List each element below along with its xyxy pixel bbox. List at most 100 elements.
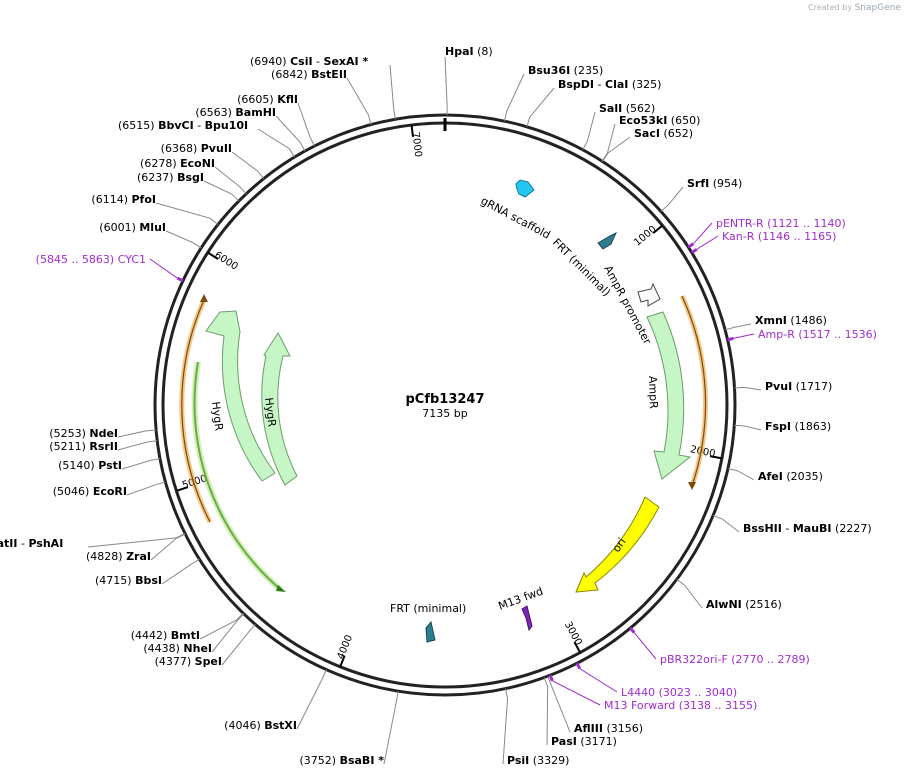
enzyme-connector [221,624,256,666]
enzyme-connector [734,386,762,391]
enzyme-connector [727,468,755,481]
enzyme-label: (4377) SpeI [155,655,222,668]
enzyme-label: BspDI - ClaI (325) [558,78,661,91]
enzyme-label: (4442) BmtI [131,629,200,642]
enzyme-label: PasI (3171) [551,735,617,748]
enzyme-connector [199,612,244,640]
enzyme-label: (6605) KflI [237,93,298,106]
orange-arc-left-core [181,299,211,523]
enzyme-connector [257,128,295,158]
plasmid-length: 7135 bp [422,407,467,420]
primer-mark [548,674,554,682]
enzyme-label: (3752) BsaBI * [300,754,385,767]
tick-mark [652,224,664,234]
enzyme-connector [712,514,740,533]
enzyme-label: (6278) EcoNI [140,157,215,170]
enzyme-connector [297,102,315,147]
enzyme-label: (5046) EcoRI [53,485,127,498]
enzyme-label: (6237) BsgI [137,171,204,184]
enzyme-connector [346,77,372,125]
primer-label: (5845 .. 5863) CYC1 [36,253,146,266]
primer-mark [727,336,734,342]
enzyme-label: (6563) BamHI [195,106,276,119]
tick-mark [339,655,346,668]
enzyme-label: HpaI (8) [445,45,493,58]
enzyme-label: (6368) PvuII [161,142,232,155]
plasmid-name: pCfb13247 [405,392,484,407]
enzyme-label: PvuI (1717) [765,380,832,393]
enzyme-label: XmnI (1486) [755,314,827,327]
enzyme-label: (4828) ZraI [86,550,151,563]
primer-connector [692,222,713,245]
enzyme-connector [165,230,202,249]
frt-arrow-bottom [425,620,436,643]
primer-label: Kan-R (1146 .. 1165) [722,230,836,243]
enzyme-connector [444,56,448,116]
enzyme-label: FspI (1863) [765,420,831,433]
primer-connector [552,680,601,706]
primer-label: M13 Forward (3138 .. 3155) [604,699,757,712]
enzyme-label: (5140) PstI [58,459,122,472]
enzyme-connector [724,323,752,331]
feature-label-ampr-promoter: AmpR promoter [601,263,654,347]
orange-arc-right-tip [688,482,696,490]
frt-arrow-top [597,231,618,250]
tick-label: 1000 [632,224,659,249]
enzyme-label: PsiI (3329) [507,754,569,767]
hygr-line-tip [276,585,286,592]
feature-label-frt-bottom: FRT (minimal) [390,602,466,615]
enzyme-connector [211,613,245,653]
enzyme-connector [543,677,549,746]
orange-arc-right-core [681,295,707,487]
ori-arrow [575,496,660,593]
enzyme-label: (4715) BbsI [95,574,162,587]
grna-scaffold-arrow [515,179,535,198]
enzyme-connector [389,64,396,120]
enzyme-label: Bsu36I (235) [528,64,603,77]
primer-connector [733,333,755,339]
orange-arc-left-tip [200,294,208,302]
enzyme-connector [117,429,157,438]
enzyme-label: (6114) PfoI [91,193,156,206]
enzyme-label: SrfI (954) [687,177,742,190]
enzyme-label: BssHII - MauBI (2227) [743,522,872,535]
enzyme-connector [296,669,327,730]
enzyme-connector [601,123,616,162]
enzyme-label: AlwNI (2516) [706,598,782,611]
m13-fwd-arrow [521,605,533,632]
enzyme-label: AfeI (2035) [758,470,823,483]
primer-label: L4440 (3023 .. 3040) [621,686,737,699]
enzyme-connector [502,688,509,765]
enzyme-connector [161,558,200,585]
primer-mark [575,662,582,670]
enzyme-lines [87,56,762,765]
primer-lines [149,222,755,706]
primer-mark [176,276,184,283]
feature-label-grna: gRNA scaffold [479,194,553,242]
feature-label-m13-fwd: M13 fwd [497,585,545,613]
enzyme-connector [547,675,571,733]
enzyme-connector [734,424,762,431]
enzyme-label: (4046) BstXI [224,719,297,732]
enzyme-label: (6940) CsiI - SexAI * [250,55,368,68]
tick-mark [573,641,582,653]
enzyme-label: AflIII (3156) [574,722,643,735]
enzyme-label: (4830) AatII - PshAI [0,537,63,550]
created-by-text: Created by [808,3,853,12]
primer-connector [633,632,657,660]
tick-label: 4000 [335,633,355,661]
enzyme-label: Eco53kI (650) [619,114,700,127]
enzyme-label: (5253) NdeI [49,427,118,440]
tick-mark [176,486,189,492]
primer-label: Amp-R (1517 .. 1536) [758,328,877,341]
enzyme-connector [117,440,158,451]
enzyme-connector [660,186,684,212]
tick-label: 6000 [212,250,239,273]
primer-connector [149,258,178,279]
enzyme-connector [275,115,306,152]
enzyme-connector [504,73,525,122]
enzyme-label: (4438) NheI [143,642,212,655]
enzyme-connector [383,691,399,765]
